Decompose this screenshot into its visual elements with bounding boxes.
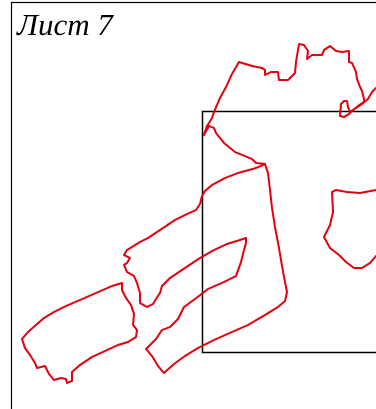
inset-frame (201, 110, 376, 354)
parcel-boundary-central (145, 163, 288, 374)
parcel-boundary-south-west (21, 282, 138, 384)
sheet-title: Лист 7 (17, 7, 113, 42)
parcel-boundary-north (203, 43, 376, 165)
parcel-boundary-west-link (123, 163, 266, 308)
parcel-boundary-east (323, 189, 376, 269)
sheet-border (10, 1, 376, 409)
